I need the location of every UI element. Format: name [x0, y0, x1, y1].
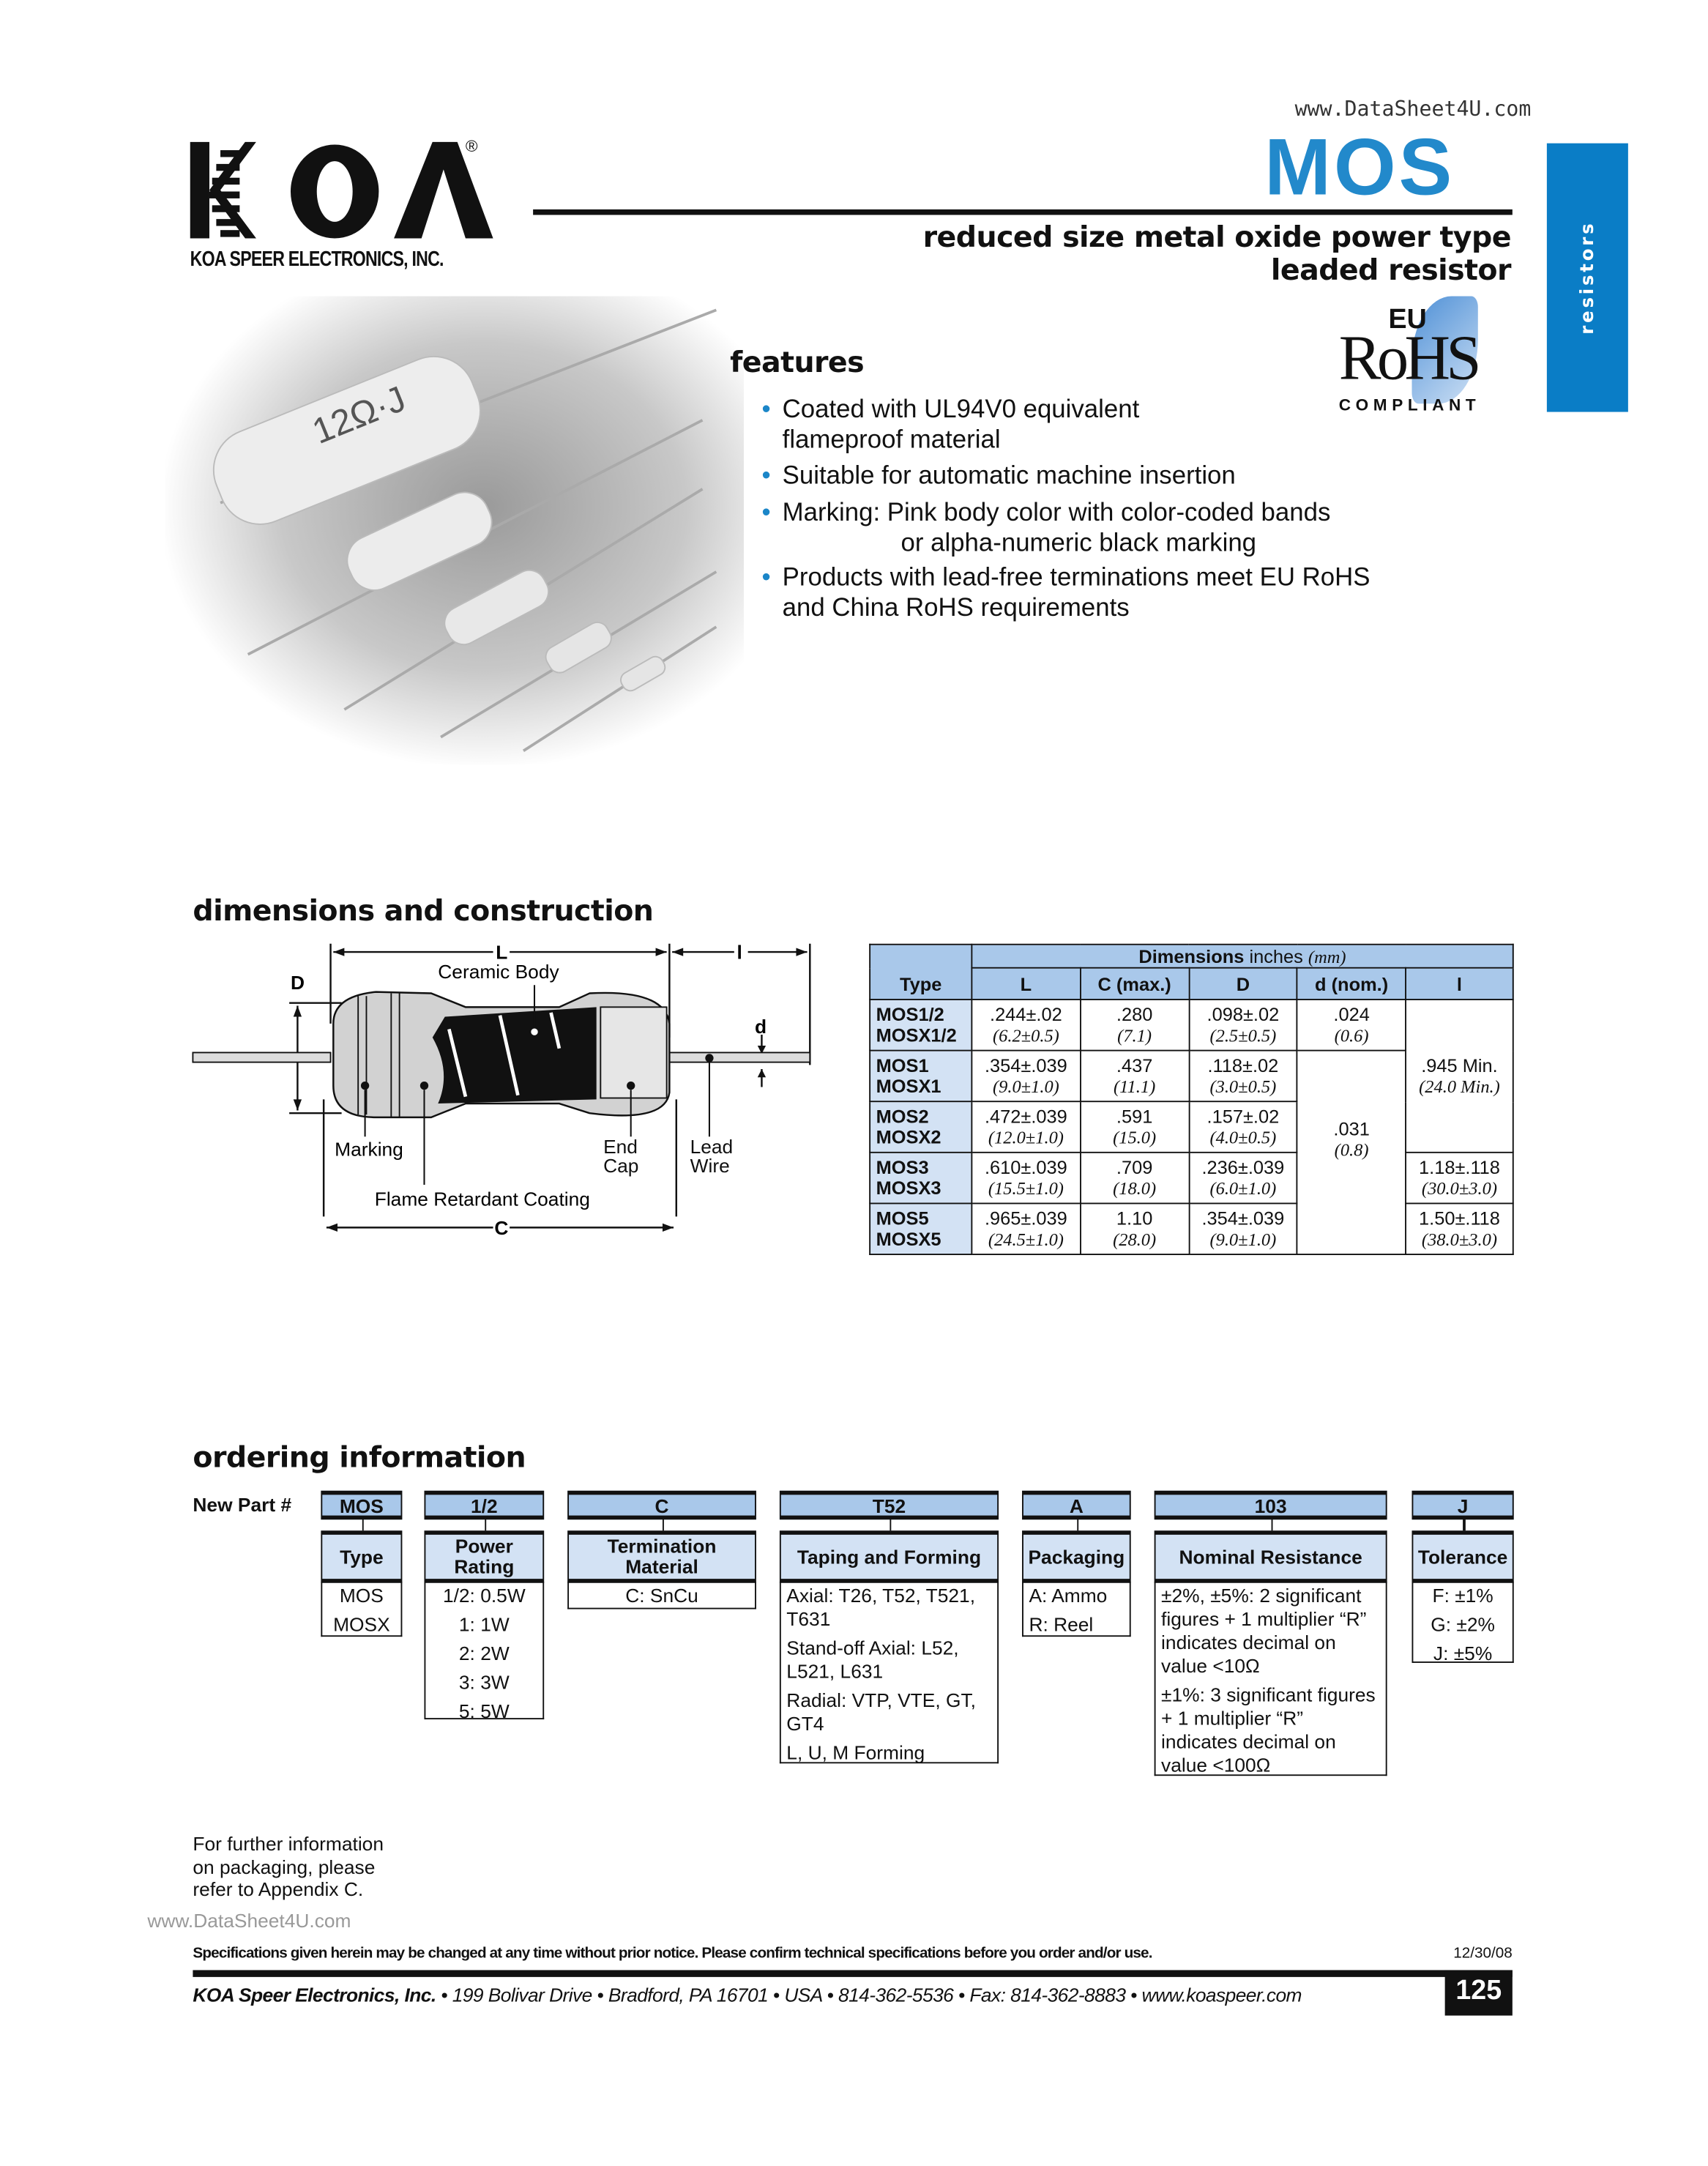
cell-C: .437(11.1)	[1079, 1049, 1190, 1103]
new-part-label: New Part #	[193, 1493, 292, 1516]
cell-d: .031(0.8)	[1297, 1049, 1407, 1256]
field-heading: Nominal Resistance	[1154, 1530, 1387, 1583]
part-code-4: A	[1022, 1490, 1131, 1520]
cell-D: .354±.039(9.0±1.0)	[1187, 1202, 1299, 1256]
footer-address: KOA Speer Electronics, Inc. • 199 Boliva…	[193, 1984, 1302, 2006]
product-title-line2: leaded resistor	[1270, 253, 1512, 287]
cell-l: 1.18±.118(30.0±3.0)	[1405, 1151, 1514, 1205]
label-flame: Flame Retardant Coating	[375, 1188, 590, 1210]
cell-L: .965±.039(24.5±1.0)	[971, 1202, 1081, 1256]
connector	[361, 1518, 364, 1533]
field-options: C: SnCu	[567, 1581, 756, 1609]
connector	[1270, 1518, 1273, 1533]
cell-L: .472±.039(12.0±1.0)	[971, 1101, 1081, 1153]
side-tab-label: resistors	[1578, 220, 1599, 335]
field-heading: Power Rating	[424, 1530, 545, 1583]
cell-C: 1.10(28.0)	[1079, 1202, 1190, 1256]
registered-mark: ®	[465, 136, 478, 156]
product-photo: 12Ω·J	[165, 296, 744, 765]
footer-rule	[193, 1970, 1513, 1977]
cell-d: .024(0.6)	[1297, 999, 1407, 1052]
cell-L: .354±.039(9.0±1.0)	[971, 1049, 1081, 1103]
ordering-heading: ordering information	[193, 1440, 526, 1475]
cell-D: .236±.039(6.0±1.0)	[1187, 1151, 1299, 1205]
series-title: MOS	[1264, 122, 1455, 212]
side-tab: resistors	[1546, 143, 1628, 412]
connector	[662, 1518, 664, 1533]
label-L: L	[496, 941, 507, 963]
label-end-cap: End Cap	[603, 1136, 639, 1177]
product-title-line1: reduced size metal oxide power type	[922, 220, 1512, 254]
label-marking: Marking	[335, 1139, 403, 1161]
field-heading: Termination Material	[567, 1530, 756, 1583]
label-C: C	[494, 1217, 508, 1239]
page-number: 125	[1444, 1970, 1513, 2016]
cell-L: .610±.039(15.5±1.0)	[971, 1151, 1081, 1205]
part-code-0: MOS	[321, 1490, 403, 1520]
col-d: d (nom.)	[1297, 967, 1407, 1000]
col-D: D	[1187, 967, 1299, 1000]
cell-l: .945 Min.(24.0 Min.)	[1405, 999, 1514, 1153]
features-heading: features	[730, 346, 865, 379]
field-heading: Tolerance	[1411, 1530, 1514, 1583]
part-code-6: J	[1411, 1490, 1514, 1520]
connector	[1076, 1518, 1079, 1533]
disclaimer: Specifications given herein may be chang…	[193, 1945, 1152, 1962]
part-code-3: T52	[779, 1490, 999, 1520]
label-lead-wire: Lead Wire	[690, 1136, 734, 1177]
field-heading: Taping and Forming	[779, 1530, 999, 1583]
connector	[1463, 1518, 1465, 1533]
construction-diagram: L l D d C Ceramic Body Marking Flame Ret…	[190, 941, 817, 1244]
label-d: d	[755, 1016, 767, 1038]
part-code-2: C	[567, 1490, 756, 1520]
label-D: D	[291, 972, 305, 994]
revision-date: 12/30/08	[1453, 1945, 1513, 1962]
part-code-1: 1/2	[424, 1490, 545, 1520]
cell-D: .098±.02(2.5±0.5)	[1187, 999, 1299, 1052]
label-ceramic-body: Ceramic Body	[438, 961, 559, 983]
field-heading: Type	[321, 1530, 403, 1583]
rohs-logo: EU RoHS COMPLIANT	[1336, 296, 1522, 418]
label-l: l	[737, 941, 742, 963]
connector	[484, 1518, 487, 1533]
cell-C: .591(15.0)	[1079, 1101, 1190, 1153]
cell-L: .244±.02(6.2±0.5)	[971, 999, 1081, 1052]
group-header: Dimensions inches (mm)	[971, 943, 1514, 968]
bottom-watermark: www.DataSheet4U.com	[147, 1909, 351, 1932]
part-code-5: 103	[1154, 1490, 1387, 1520]
col-L: L	[971, 967, 1081, 1000]
company-name: KOA SPEER ELECTRONICS, INC.	[190, 248, 444, 272]
cell-C: .709(18.0)	[1079, 1151, 1190, 1205]
field-options: F: ±1%G: ±2%J: ±5%	[1411, 1581, 1514, 1664]
dimensions-heading: dimensions and construction	[193, 894, 654, 928]
cell-C: .280(7.1)	[1079, 999, 1190, 1052]
col-C: C (max.)	[1079, 967, 1190, 1000]
cell-D: .157±.02(4.0±0.5)	[1187, 1101, 1299, 1153]
col-l: l	[1405, 967, 1514, 1000]
field-options: ±2%, ±5%: 2 significant figures + 1 mult…	[1154, 1581, 1387, 1776]
header-rule	[533, 209, 1513, 215]
koa-logo: ®	[190, 136, 496, 239]
col-type: Type	[869, 943, 973, 1000]
watermark: www.DataSheet4U.com	[1294, 96, 1532, 122]
connector	[889, 1518, 892, 1533]
cell-D: .118±.02(3.0±0.5)	[1187, 1049, 1299, 1103]
cell-l: 1.50±.118(38.0±3.0)	[1405, 1202, 1514, 1256]
field-heading: Packaging	[1022, 1530, 1131, 1583]
